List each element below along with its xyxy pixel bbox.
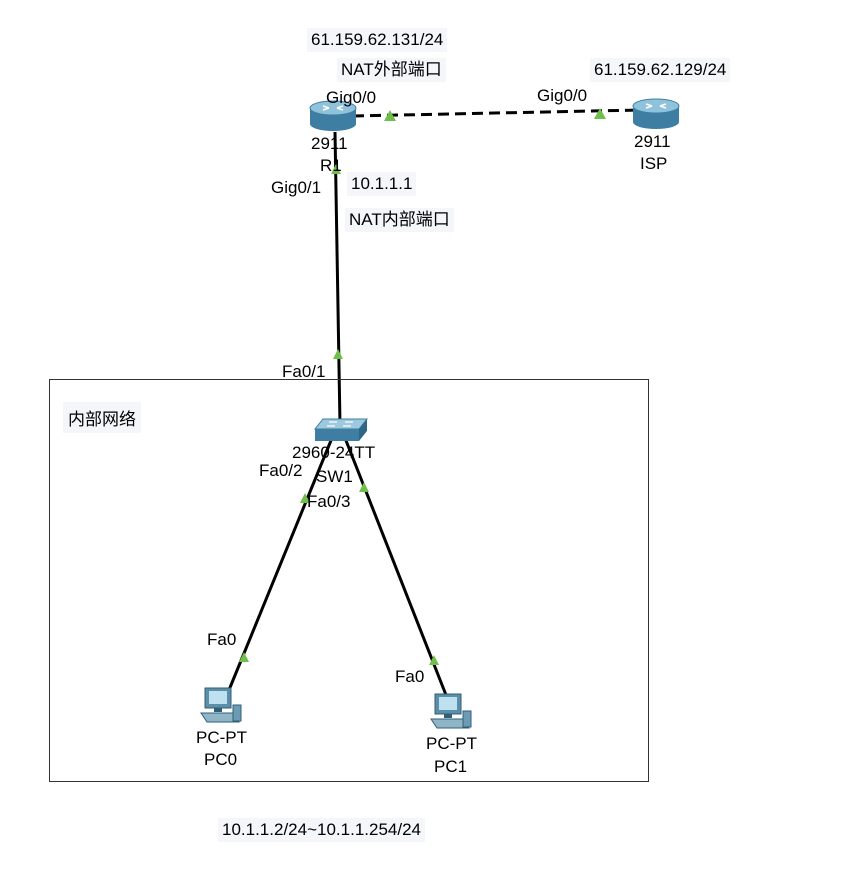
port-label-r1-gig01: Gig0/1 bbox=[271, 178, 322, 197]
port-label-sw-fa02: Fa0/2 bbox=[259, 461, 303, 480]
r1-name: R1 bbox=[320, 156, 342, 175]
pc1-name: PC1 bbox=[434, 757, 468, 776]
link-r1-isp[interactable] bbox=[352, 108, 641, 118]
link-up-markers bbox=[239, 108, 606, 665]
sw1-model: 2960-24TT bbox=[292, 443, 376, 462]
isp-model: 2911 bbox=[634, 132, 671, 151]
port-label-r1-gig00: Gig0/0 bbox=[326, 88, 377, 107]
link-up-triangle bbox=[594, 108, 606, 119]
switch-icon[interactable] bbox=[313, 417, 369, 443]
link-up-triangle bbox=[331, 164, 341, 174]
pc0-model: PC-PT bbox=[196, 728, 247, 747]
note-isp-ip: 61.159.62.129/24 bbox=[590, 58, 731, 82]
router-icon[interactable] bbox=[632, 98, 680, 130]
port-label-pc1-fa0: Fa0 bbox=[395, 667, 425, 686]
note-nat-outside: NAT外部端口 bbox=[337, 58, 446, 82]
link-up-triangle bbox=[359, 482, 369, 492]
pc0-name: PC0 bbox=[204, 750, 238, 769]
isp-name: ISP bbox=[640, 154, 668, 173]
link-up-triangle bbox=[333, 349, 343, 359]
note-r1-outside-ip: 61.159.62.131/24 bbox=[307, 28, 448, 52]
r1-model: 2911 bbox=[311, 134, 348, 153]
sw1-name: SW1 bbox=[316, 467, 353, 486]
link-up-triangle bbox=[384, 110, 396, 121]
internal-network-area bbox=[49, 379, 649, 782]
internal-network-title: 内部网络 bbox=[63, 402, 141, 433]
pc-icon[interactable] bbox=[199, 687, 243, 725]
link-r1-sw1[interactable] bbox=[333, 131, 342, 426]
port-label-isp-gig00: Gig0/0 bbox=[537, 86, 588, 105]
port-label-pc0-fa0: Fa0 bbox=[207, 630, 237, 649]
note-nat-inside: NAT内部端口 bbox=[345, 208, 454, 232]
port-label-sw-fa01: Fa0/1 bbox=[282, 362, 326, 381]
pc1-model: PC-PT bbox=[426, 734, 477, 753]
note-lan-range: 10.1.1.2/24~10.1.1.254/24 bbox=[218, 818, 425, 842]
pc-icon[interactable] bbox=[429, 693, 473, 731]
router-icon[interactable] bbox=[309, 100, 357, 132]
link-up-triangle bbox=[300, 493, 310, 503]
note-r1-inside-ip: 10.1.1.1 bbox=[347, 172, 417, 196]
link-up-triangle bbox=[239, 652, 249, 662]
port-label-sw-fa03: Fa0/3 bbox=[307, 492, 351, 511]
link-sw1-pc0[interactable] bbox=[227, 437, 334, 691]
link-sw1-pc1[interactable] bbox=[343, 437, 448, 696]
link-up-triangle bbox=[429, 655, 439, 665]
